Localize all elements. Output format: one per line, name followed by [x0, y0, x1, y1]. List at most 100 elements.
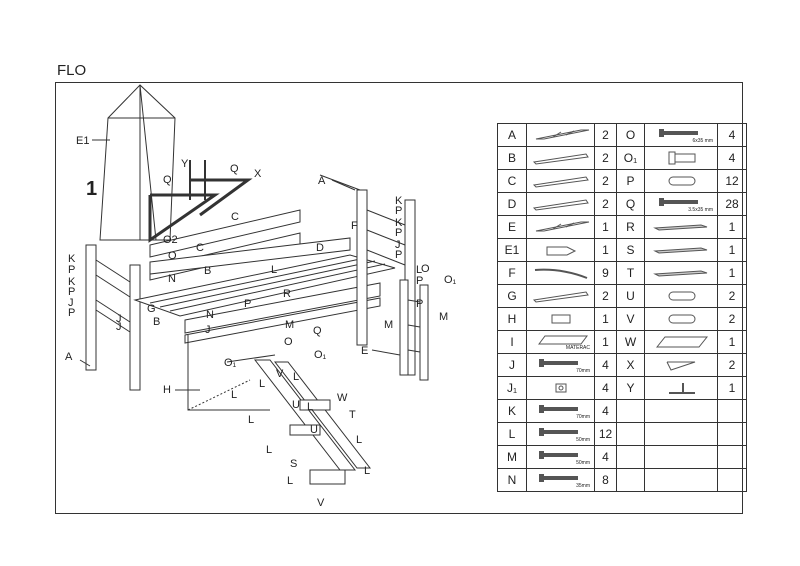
label-j-4: J: [205, 324, 211, 336]
part-qty: 2: [594, 123, 617, 147]
part-image: [526, 307, 595, 331]
part-size-caption: 6x35 mm: [692, 137, 713, 144]
label-q-1: Q: [163, 174, 172, 186]
part-image: 3.5x35 mm: [644, 192, 718, 216]
part-letter: E: [497, 215, 527, 239]
part-letter: I: [497, 330, 527, 354]
label-y: Y: [181, 158, 189, 170]
label-o1-2: O₁: [314, 349, 327, 361]
part-image: [526, 123, 595, 147]
part-letter: M: [497, 445, 527, 469]
part-image: 35mm: [526, 468, 595, 492]
label-c-1: C: [231, 211, 239, 223]
label-h: H: [163, 384, 171, 396]
part-letter: J₁: [497, 376, 527, 400]
part-image: [644, 261, 718, 285]
part-qty: 2: [594, 192, 617, 216]
part-qty: 4: [594, 353, 617, 377]
label-p-3: P: [395, 205, 402, 217]
label-l-1: L: [271, 264, 277, 276]
part-qty: 12: [594, 422, 617, 446]
label-x: X: [254, 168, 262, 180]
label-q-2: Q: [230, 163, 239, 175]
part-letter: S: [616, 238, 645, 262]
part-image: 50mm: [526, 422, 595, 446]
label-o-2: O: [284, 336, 293, 348]
part-image: [644, 284, 718, 308]
part-image: [526, 238, 595, 262]
part-qty: 1: [594, 238, 617, 262]
label-l-6: L: [307, 401, 313, 413]
part-size-caption: 70mm: [576, 367, 590, 374]
part-image: [526, 284, 595, 308]
label-a-2: A: [65, 351, 73, 363]
label-l-9: L: [266, 444, 272, 456]
part-letter: [616, 445, 645, 469]
part-letter: F: [497, 261, 527, 285]
part-qty: 2: [717, 284, 747, 308]
part-image: [644, 353, 718, 377]
part-size-caption: 70mm: [576, 413, 590, 420]
label-p-8: P: [244, 298, 251, 310]
part-qty: 1: [717, 215, 747, 239]
part-qty: 2: [594, 284, 617, 308]
part-letter: [616, 468, 645, 492]
part-size-caption: 50mm: [576, 459, 590, 466]
under-curtain: [187, 335, 270, 411]
label-b-1: B: [204, 265, 211, 277]
part-image: [526, 215, 595, 239]
part-image: [526, 261, 595, 285]
label-g: G: [147, 303, 156, 315]
part-letter: R: [616, 215, 645, 239]
label-d: D: [316, 242, 324, 254]
part-image: [526, 192, 595, 216]
part-size-caption: 3.5x35 mm: [688, 206, 713, 213]
part-letter: C: [497, 169, 527, 193]
label-o2: O2: [163, 234, 178, 246]
part-qty: 28: [717, 192, 747, 216]
part-qty: 1: [594, 330, 617, 354]
part-image: [644, 468, 718, 492]
part-image: [644, 146, 718, 170]
label-l-5: L: [231, 389, 237, 401]
part-qty: [717, 445, 747, 469]
part-qty: 2: [717, 353, 747, 377]
label-e1: E1: [76, 135, 89, 147]
front-rail: [184, 282, 381, 344]
label-t: T: [349, 409, 356, 421]
part-qty: 2: [717, 307, 747, 331]
left-end-frame: [85, 244, 141, 391]
label-p-9: P: [416, 298, 423, 310]
part-qty: 1: [717, 330, 747, 354]
label-k-4: K: [395, 217, 403, 229]
label-p-5: P: [395, 249, 402, 261]
part-letter: [616, 422, 645, 446]
label-p-7: P: [416, 275, 423, 287]
part-letter: V: [616, 307, 645, 331]
label-m-2: M: [439, 311, 448, 323]
part-qty: [717, 422, 747, 446]
label-p-1: P: [68, 264, 75, 276]
part-qty: 1: [717, 376, 747, 400]
label-w: W: [337, 392, 348, 404]
label-q-3: Q: [313, 325, 322, 337]
tent-canopy: [99, 84, 176, 241]
label-k-2: K: [68, 276, 76, 288]
part-letter: Y: [616, 376, 645, 400]
part-letter: U: [616, 284, 645, 308]
label-e: E: [361, 345, 368, 357]
part-letter: D: [497, 192, 527, 216]
tent-frame: [148, 160, 253, 243]
label-l-2: L: [416, 264, 422, 276]
label-o: O: [168, 250, 177, 262]
label-u-1: U: [292, 399, 300, 411]
label-v-2: V: [317, 497, 325, 509]
